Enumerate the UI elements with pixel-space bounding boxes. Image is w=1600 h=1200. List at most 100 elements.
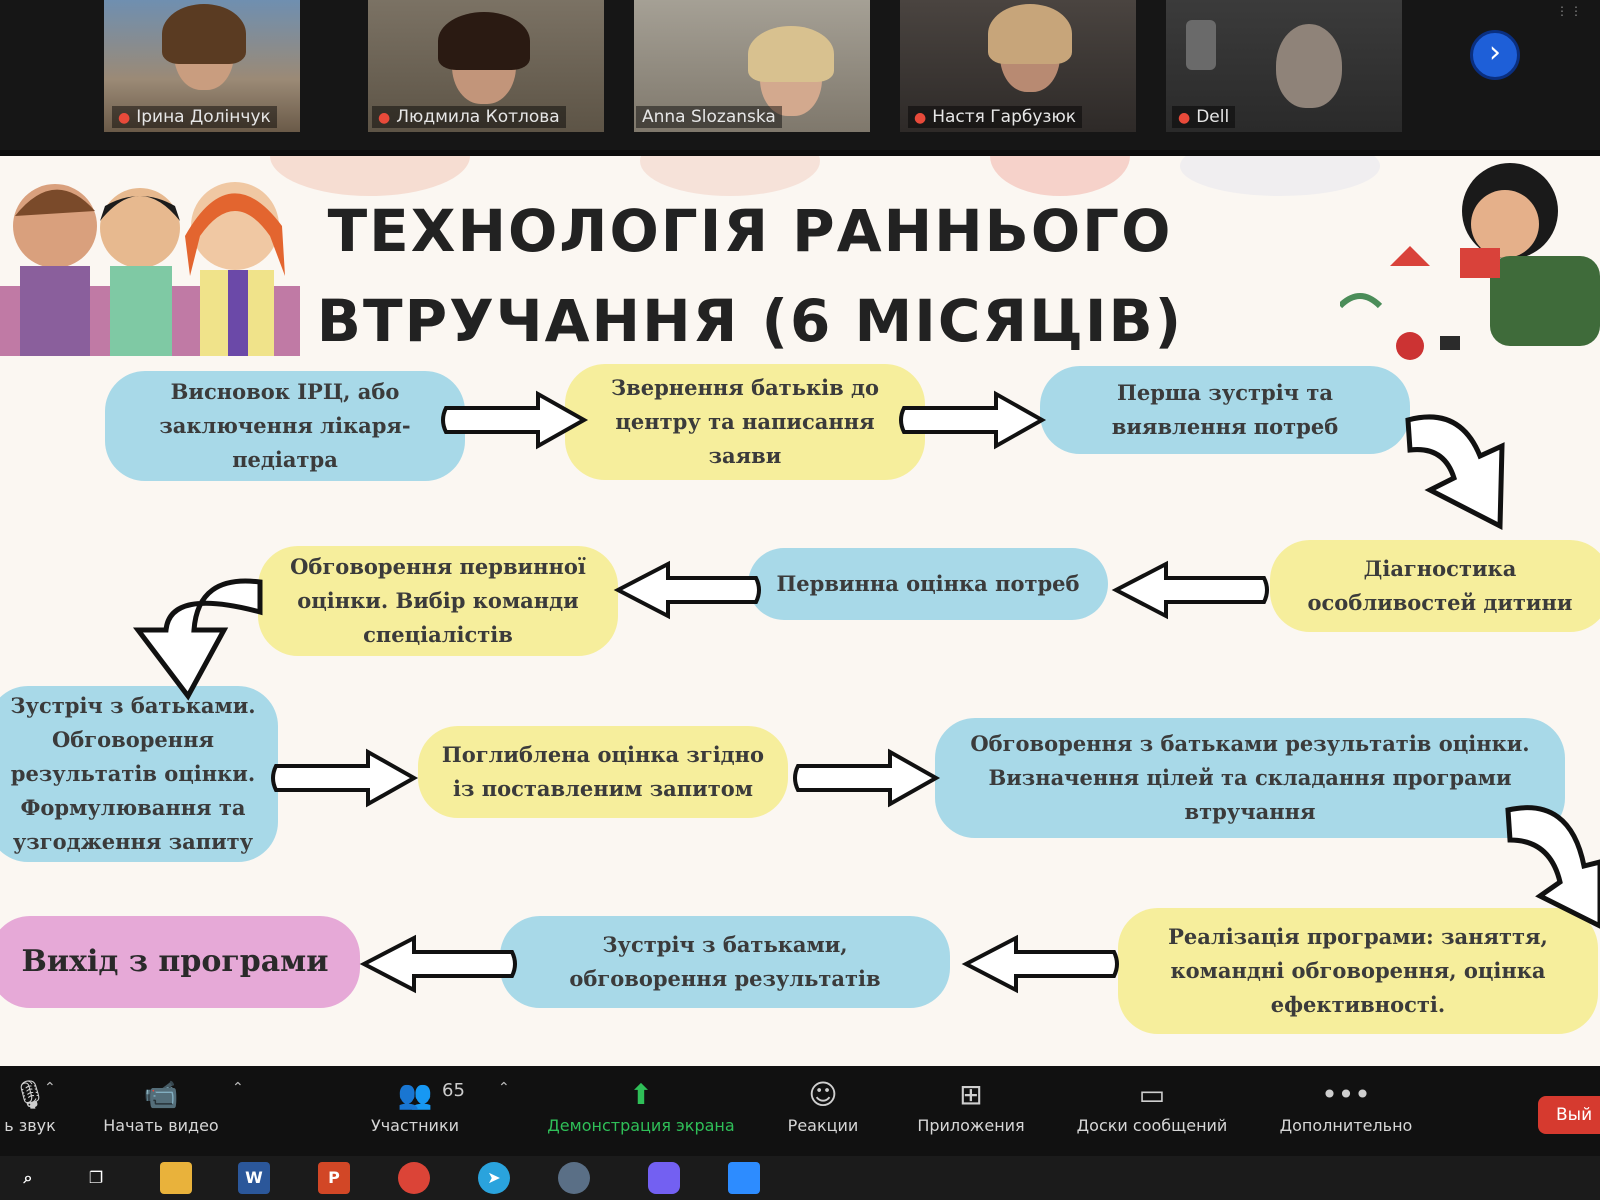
participant-tile[interactable]: ● Людмила Котлова — [368, 0, 604, 132]
chevron-up-icon[interactable]: ⌃ — [44, 1080, 56, 1096]
start-video-button[interactable]: 📹 Начать видео — [96, 1074, 226, 1135]
step-text: Висновок ІРЦ, або заключення лікаря-педі… — [159, 379, 411, 472]
task-view-icon[interactable]: ❐ — [88, 1168, 104, 1187]
meeting-toolbar: 🎙 ь звук ⌃ 📹 Начать видео ⌃ 👥 Участники … — [0, 1066, 1600, 1156]
chrome-icon[interactable] — [398, 1162, 430, 1194]
participant-name: Людмила Котлова — [396, 107, 560, 127]
step-box-exit: Вихід з програми — [0, 916, 360, 1008]
participant-tile[interactable]: Anna Slozanska — [634, 0, 870, 132]
whiteboard-icon: ▭ — [1138, 1078, 1166, 1111]
step-text: Обговорення первинної оцінки. Вибір кома… — [290, 554, 586, 647]
mute-label: ь звук — [4, 1116, 56, 1135]
whiteboards-label: Доски сообщений — [1076, 1116, 1228, 1135]
more-icon: ••• — [1321, 1078, 1371, 1111]
slide-title: ТЕХНОЛОГІЯ РАННЬОГО ВТРУЧАННЯ (6 МІСЯЦІВ… — [300, 186, 1200, 366]
file-explorer-icon[interactable] — [160, 1162, 192, 1194]
step-box: Звернення батьків до центру та написання… — [565, 364, 925, 480]
step-box: Зустріч з батьками. Обговорення результа… — [0, 686, 278, 862]
arrow-left-icon — [613, 560, 761, 620]
end-meeting-button[interactable]: Вый — [1538, 1096, 1600, 1134]
participant-tile[interactable]: ● Dell — [1166, 0, 1402, 132]
mute-button[interactable]: 🎙 ь звук — [0, 1074, 60, 1135]
participant-name: Настя Гарбузюк — [932, 107, 1077, 127]
telegram-icon[interactable]: ➤ — [478, 1162, 510, 1194]
step-text: Діагностика особливостей дитини — [1307, 556, 1573, 615]
child-playing-illustration — [1340, 163, 1600, 360]
mic-muted-icon: ● — [1178, 110, 1191, 126]
arrow-right-icon — [271, 748, 419, 808]
participants-count: 65 — [442, 1080, 465, 1101]
participant-tile[interactable]: ● Ірина Долінчук — [104, 0, 300, 132]
next-participants-button[interactable]: › — [1470, 30, 1520, 80]
powerpoint-icon[interactable]: P — [318, 1162, 350, 1194]
participant-name: Dell — [1196, 107, 1230, 127]
arrow-left-icon — [359, 934, 517, 994]
window-dots-icon: ⋮⋮ — [1556, 4, 1584, 18]
step-text: Зустріч з батьками. Обговорення результа… — [10, 693, 256, 854]
participants-label: Участники — [370, 1116, 460, 1135]
step-box: Обговорення первинної оцінки. Вибір кома… — [258, 546, 618, 656]
step-text: Обговорення з батьками результатів оцінк… — [970, 731, 1530, 824]
presentation-slide: ТЕХНОЛОГІЯ РАННЬОГО ВТРУЧАННЯ (6 МІСЯЦІВ… — [0, 156, 1600, 1066]
slide-title-line: ВТРУЧАННЯ (6 МІСЯЦІВ) — [316, 287, 1184, 355]
participants-button[interactable]: 👥 Участники — [360, 1074, 470, 1135]
apps-button[interactable]: ⊞ Приложения — [906, 1074, 1036, 1135]
video-off-icon: 📹 — [143, 1078, 179, 1111]
children-illustration — [0, 182, 300, 356]
arrow-left-icon — [1111, 560, 1269, 620]
step-box: Первинна оцінка потреб — [748, 548, 1108, 620]
arrow-right-icon — [441, 390, 589, 450]
arrow-right-icon — [793, 748, 941, 808]
microphone-icon: 🎙 — [12, 1078, 48, 1111]
curved-arrow-down-icon — [1405, 414, 1505, 531]
step-text: Звернення батьків до центру та написання… — [610, 375, 879, 468]
participant-tile[interactable]: ● Настя Гарбузюк — [900, 0, 1136, 132]
share-label: Демонстрация экрана — [547, 1116, 735, 1135]
zoom-icon[interactable] — [558, 1162, 590, 1194]
arrow-right-icon — [899, 390, 1047, 450]
participants-icon: 👥 — [397, 1078, 433, 1111]
step-text: Первинна оцінка потреб — [776, 571, 1080, 596]
participant-strip: ● Ірина Долінчук ● Людмила Котлова Anna Sl… — [0, 0, 1600, 150]
arrow-left-icon — [961, 934, 1119, 994]
slide-title-line: ТЕХНОЛОГІЯ РАННЬОГО — [327, 197, 1173, 265]
video-label: Начать видео — [103, 1116, 219, 1135]
step-box: Реалізація програми: заняття, командні о… — [1118, 908, 1598, 1034]
step-text: Вихід з програми — [21, 944, 329, 979]
more-label: Дополнительно — [1279, 1116, 1413, 1135]
windows-taskbar: ⌕ ❐ W P ➤ — [0, 1156, 1600, 1200]
step-box: Діагностика особливостей дитини — [1270, 540, 1600, 632]
step-box: Висновок ІРЦ, або заключення лікаря-педі… — [105, 371, 465, 481]
participant-name: Ірина Долінчук — [136, 107, 271, 127]
apps-icon: ⊞ — [959, 1078, 983, 1111]
word-icon[interactable]: W — [238, 1162, 270, 1194]
chevron-right-icon: › — [1489, 35, 1501, 70]
mic-muted-icon: ● — [118, 110, 131, 126]
reactions-label: Реакции — [787, 1116, 859, 1135]
participant-name: Anna Slozanska — [642, 107, 776, 127]
step-text: Перша зустріч та виявлення потреб — [1111, 380, 1339, 439]
step-box: Обговорення з батьками результатів оцінк… — [935, 718, 1565, 838]
chevron-up-icon[interactable]: ⌃ — [498, 1080, 510, 1096]
curved-arrow-down-icon — [1505, 805, 1600, 929]
mic-muted-icon: ● — [914, 110, 927, 126]
zoom-app-icon[interactable] — [728, 1162, 760, 1194]
mic-muted-icon: ● — [378, 110, 391, 126]
chevron-up-icon[interactable]: ⌃ — [232, 1080, 244, 1096]
reactions-icon: ☺ — [808, 1078, 838, 1111]
step-box: Перша зустріч та виявлення потреб — [1040, 366, 1410, 454]
step-box: Зустріч з батьками, обговорення результа… — [500, 916, 950, 1008]
apps-label: Приложения — [917, 1116, 1025, 1135]
more-button[interactable]: ••• Дополнительно — [1266, 1074, 1426, 1135]
curved-arrow-down-icon — [132, 578, 263, 701]
whiteboards-button[interactable]: ▭ Доски сообщений — [1062, 1074, 1242, 1135]
step-text: Поглиблена оцінка згідно із поставленим … — [441, 742, 765, 801]
step-text: Зустріч з батьками, обговорення результа… — [569, 932, 881, 991]
step-box: Поглиблена оцінка згідно із поставленим … — [418, 726, 788, 818]
step-text: Реалізація програми: заняття, командні о… — [1168, 924, 1548, 1017]
reactions-button[interactable]: ☺ Реакции — [778, 1074, 868, 1135]
share-screen-button[interactable]: ⬆ Демонстрация экрана — [536, 1074, 746, 1135]
search-icon[interactable]: ⌕ — [23, 1168, 33, 1187]
viber-icon[interactable] — [648, 1162, 680, 1194]
share-screen-icon: ⬆ — [629, 1078, 653, 1111]
